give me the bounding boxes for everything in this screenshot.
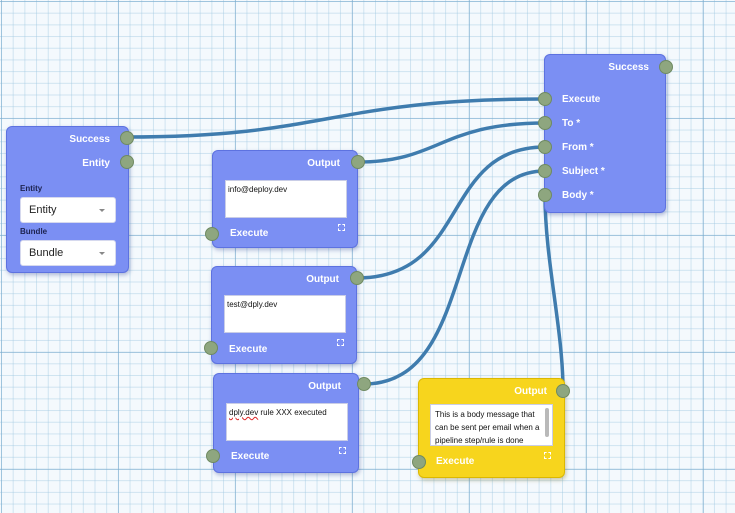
output-label: Output [308,381,341,392]
output-port[interactable] [351,155,365,169]
output-port[interactable] [357,377,371,391]
to-input-label: To * [562,118,581,129]
resize-icon[interactable] [338,224,345,231]
execute-input-port[interactable] [205,227,219,241]
execute-label: Execute [230,228,269,239]
scrollbar[interactable] [545,408,549,437]
wire-output1-to-to[interactable] [356,121,547,164]
entity-field-label: Entity [20,184,43,193]
entity-select[interactable]: Entity [20,197,116,223]
from-input-port[interactable] [538,140,552,154]
execute-input-port[interactable] [206,449,220,463]
subject-input-label: Subject * [562,166,605,177]
output-port[interactable] [350,271,364,285]
entity-output-port[interactable] [120,155,134,169]
execute-label: Execute [436,456,475,467]
to-text-input[interactable]: info@deploy.dev [225,180,347,218]
text-node-to[interactable]: Output info@deploy.dev Execute [212,150,358,248]
execute-label: Execute [231,451,270,462]
execute-label: Execute [229,344,268,355]
wire-output3-to-subject[interactable] [362,169,547,386]
resize-icon[interactable] [337,339,344,346]
entity-node[interactable]: Success Entity Entity Entity Bundle Bund… [6,126,129,273]
success-output-port[interactable] [659,60,673,74]
subject-text-input[interactable]: dply.dev rule XXX executed [226,403,348,441]
send-email-node[interactable]: Success Execute To * From * Subject * Bo… [544,54,666,213]
bundle-field-label: Bundle [20,227,48,236]
execute-input-label: Execute [562,94,601,105]
text-node-from[interactable]: Output test@dply.dev Execute [211,266,357,364]
subject-text-rest: rule XXX executed [258,408,327,417]
bundle-select[interactable]: Bundle [20,240,116,266]
wire-body-output-to-body[interactable] [543,193,565,392]
execute-input-port[interactable] [538,92,552,106]
execute-input-port[interactable] [204,341,218,355]
entity-select-value: Entity [29,204,57,216]
to-input-port[interactable] [538,116,552,130]
to-text-value: info@deploy.dev [228,185,288,194]
subject-input-port[interactable] [538,164,552,178]
from-text-input[interactable]: test@dply.dev [224,295,346,333]
chevron-down-icon [99,252,105,255]
body-text-value: This is a body message that can be sent … [435,410,540,445]
success-output-port[interactable] [120,131,134,145]
output-label: Output [514,386,547,397]
from-text-value: test@dply.dev [227,300,278,309]
wire-output2-to-from[interactable] [355,145,547,280]
body-text-input[interactable]: This is a body message that can be sent … [430,404,553,446]
body-text-node[interactable]: Output This is a body message that can b… [418,378,565,478]
chevron-down-icon [99,209,105,212]
wire-success-to-execute[interactable] [125,97,547,139]
output-label: Output [307,158,340,169]
resize-icon[interactable] [544,452,551,459]
bundle-select-value: Bundle [29,247,64,259]
success-label: Success [69,134,110,145]
output-port[interactable] [556,384,570,398]
entity-port-label: Entity [82,158,110,169]
body-input-label: Body * [562,190,594,201]
text-node-subject[interactable]: Output dply.dev rule XXX executed Execut… [213,373,359,473]
output-label: Output [306,274,339,285]
body-input-port[interactable] [538,188,552,202]
resize-icon[interactable] [339,447,346,454]
success-label: Success [608,62,649,73]
from-input-label: From * [562,142,594,153]
subject-text-word: dply.dev [229,408,259,417]
execute-input-port[interactable] [412,455,426,469]
